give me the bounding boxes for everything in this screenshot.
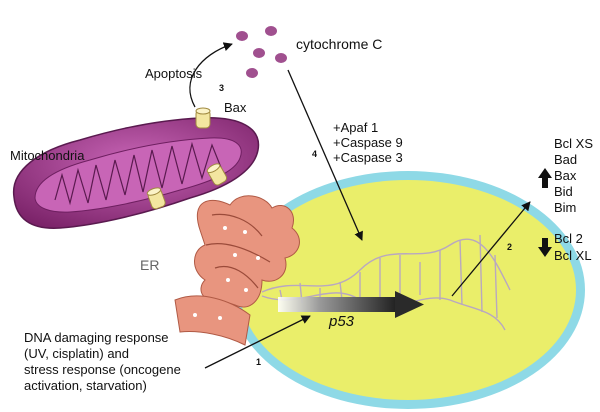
arrow-step-1 <box>204 315 311 369</box>
bax-label: Bax <box>224 100 247 115</box>
step-1-label: 1 <box>256 357 261 367</box>
up-regulated-genes: Bcl XS Bad Bax Bid Bim <box>554 136 593 215</box>
gene-bad: Bad <box>554 152 577 167</box>
dna-response-line-4: activation, starvation) <box>24 378 147 393</box>
factor-caspase9: +Caspase 9 <box>333 135 403 150</box>
nucleus-interior <box>240 180 576 400</box>
cytochrome-c-molecules <box>236 26 287 78</box>
dna-response-line-3: stress response (oncogene <box>24 362 181 377</box>
apoptosis-label: Apoptosis <box>145 66 203 81</box>
mitochondria-label: Mitochondria <box>10 148 85 163</box>
bax-channel-top <box>195 107 211 129</box>
gene-bim: Bim <box>554 200 576 215</box>
step-2-label: 2 <box>507 242 512 252</box>
dna-response-line-1: DNA damaging response <box>24 330 169 345</box>
gene-bid: Bid <box>554 184 573 199</box>
gene-bax: Bax <box>554 168 577 183</box>
arrow-step-4 <box>287 69 363 241</box>
bax-channel-right <box>206 163 228 186</box>
step-3-label: 3 <box>219 83 224 93</box>
gene-bcl-xl: Bcl XL <box>554 248 592 263</box>
p53-arrow <box>278 291 424 318</box>
factor-caspase3: +Caspase 3 <box>333 150 403 165</box>
nucleus <box>231 171 585 409</box>
bax-channel-bottom <box>146 187 166 210</box>
mitochondria <box>12 117 260 229</box>
step-4-label: 4 <box>312 149 317 159</box>
down-regulated-genes: Bcl 2 Bcl XL <box>554 231 592 263</box>
er <box>174 195 300 346</box>
er-stack <box>174 295 251 346</box>
arrow-step-2 <box>451 201 531 297</box>
dna-response-line-2: (UV, cisplatin) and <box>24 346 129 361</box>
p53-label: p53 <box>328 313 355 330</box>
arrow-apoptosis <box>189 42 233 108</box>
dna-damage-response-text: DNA damaging response (UV, cisplatin) an… <box>24 330 181 393</box>
up-arrow-icon <box>538 168 552 188</box>
er-label: ER <box>140 257 159 273</box>
er-body <box>194 195 300 308</box>
down-arrow-icon <box>538 238 552 257</box>
gene-bcl-xs: Bcl XS <box>554 136 593 151</box>
cytochrome-c-label: cytochrome C <box>296 36 382 52</box>
mitochondria-inner <box>34 137 242 213</box>
gene-bcl-2: Bcl 2 <box>554 231 583 246</box>
factor-apaf1: +Apaf 1 <box>333 120 378 135</box>
